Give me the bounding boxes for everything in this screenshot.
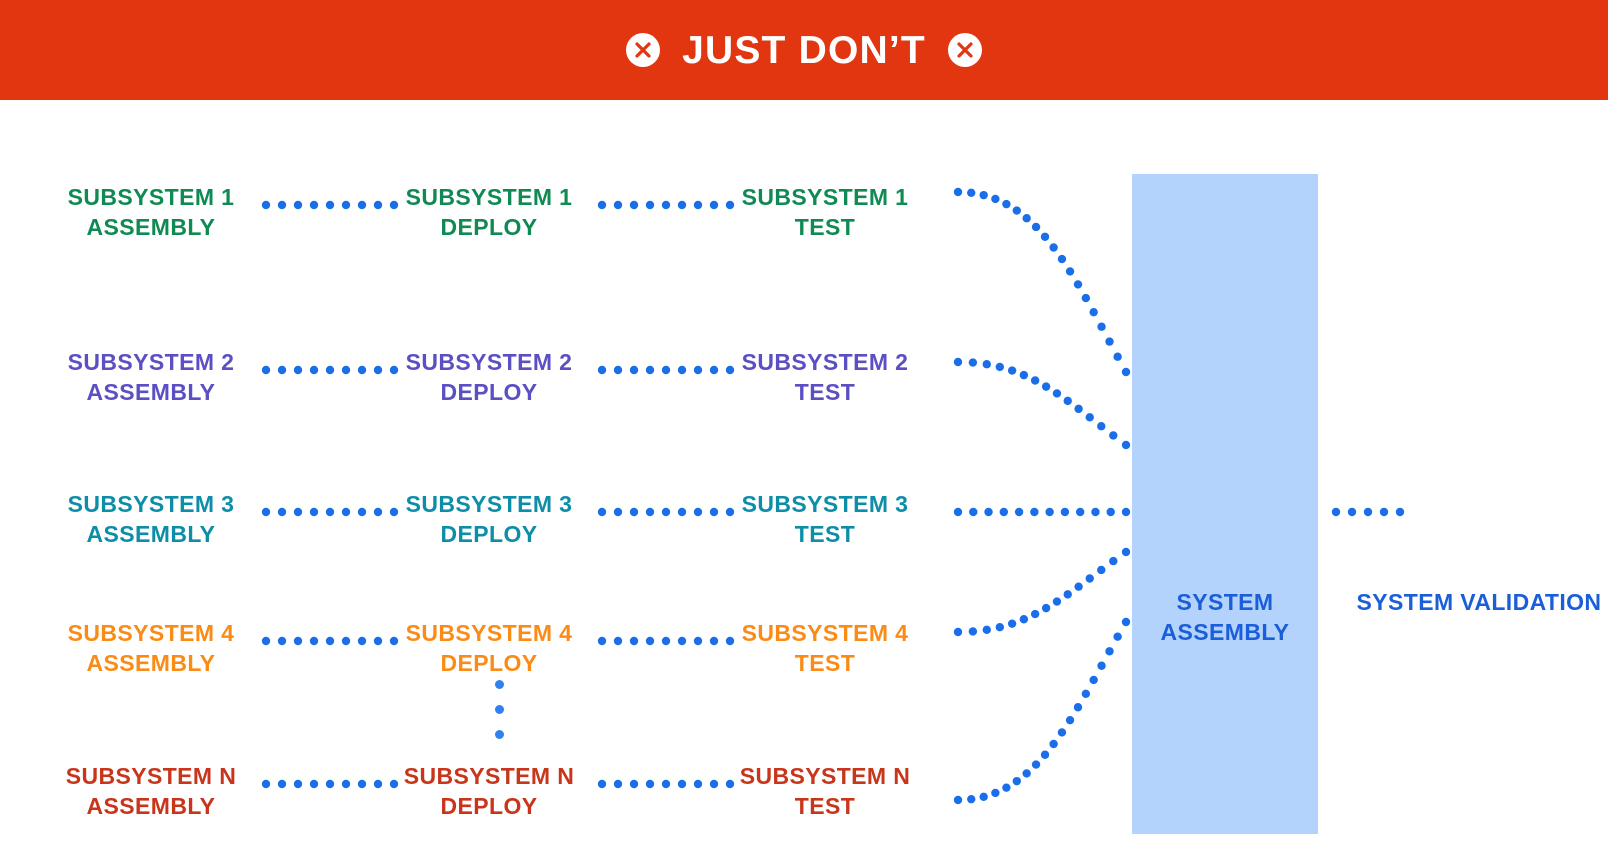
header-banner: JUST DON’T	[0, 0, 1608, 100]
circle-x-icon-left	[626, 33, 661, 67]
subsystem-4-test: SUBSYSTEM 4 TEST	[741, 620, 909, 677]
subsystem-n-test: SUBSYSTEM N TEST	[739, 763, 911, 820]
subsystem-3-test: SUBSYSTEM 3 TEST	[741, 491, 909, 548]
subsystem-2-test: SUBSYSTEM 2 TEST	[741, 349, 909, 406]
subsystem-3-assembly: SUBSYSTEM 3 ASSEMBLY	[67, 491, 235, 548]
system-validation-label: SYSTEM VALIDATION	[1356, 589, 1602, 615]
subsystem-n-deploy: SUBSYSTEM N DEPLOY	[403, 763, 575, 820]
subsystem-3-deploy: SUBSYSTEM 3 DEPLOY	[405, 491, 573, 548]
vertical-ellipsis-icon	[483, 680, 513, 760]
circle-x-icon-right	[947, 33, 982, 67]
subsystem-1-assembly: SUBSYSTEM 1 ASSEMBLY	[67, 184, 235, 241]
banner-content: JUST DON’T	[626, 31, 982, 70]
subsystem-n-assembly: SUBSYSTEM N ASSEMBLY	[65, 763, 237, 820]
subsystem-2-assembly: SUBSYSTEM 2 ASSEMBLY	[67, 349, 235, 406]
system-assembly-block	[1132, 174, 1318, 834]
subsystem-1-deploy: SUBSYSTEM 1 DEPLOY	[405, 184, 573, 241]
subsystem-1-test: SUBSYSTEM 1 TEST	[741, 184, 909, 241]
subsystem-4-deploy: SUBSYSTEM 4 DEPLOY	[405, 620, 573, 677]
subsystem-4-assembly: SUBSYSTEM 4 ASSEMBLY	[67, 620, 235, 677]
pipeline-diagram: SUBSYSTEM 1 ASSEMBLY SUBSYSTEM 1 DEPLOY …	[0, 100, 1608, 846]
system-assembly-label: SYSTEM ASSEMBLY	[1160, 589, 1290, 646]
banner-title: JUST DON’T	[682, 28, 926, 72]
subsystem-2-deploy: SUBSYSTEM 2 DEPLOY	[405, 349, 573, 406]
